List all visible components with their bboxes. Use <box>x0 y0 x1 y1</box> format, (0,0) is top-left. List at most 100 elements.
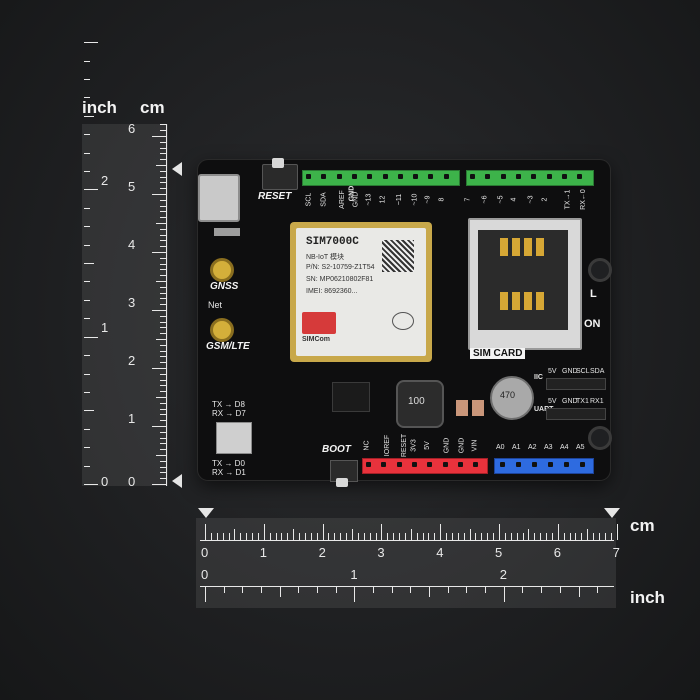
header-pin <box>532 462 537 467</box>
header-pin-label: SDA <box>321 192 328 207</box>
rx-d1-label: RX → D1 <box>212 468 246 477</box>
vertical-ruler-cm-tick <box>160 269 166 271</box>
header-pin <box>473 462 479 467</box>
horizontal-ruler-inch-tick <box>391 586 393 593</box>
header-pin <box>457 462 463 467</box>
horizontal-ruler-inch-tick <box>373 586 375 593</box>
horizontal-ruler-cm-tick <box>575 533 577 540</box>
bottom-power-header <box>362 458 488 474</box>
header-pin-label: RX←0 <box>579 189 587 210</box>
horizontal-ruler-cm-tick <box>257 533 259 540</box>
vertical-ruler-inch-tick <box>84 391 90 393</box>
horizontal-ruler-cm-tick <box>322 524 324 540</box>
vertical-ruler-cm-tick <box>160 321 166 323</box>
mounting-hole-bottom-right <box>588 426 612 450</box>
vertical-ruler-inch-tick <box>84 373 90 375</box>
vertical-ruler-cm-tick <box>152 484 166 485</box>
board-bottom-marker-icon <box>172 474 182 488</box>
horizontal-ruler-cm-tick <box>410 529 412 540</box>
vertical-ruler-inch-tick <box>84 97 90 99</box>
horizontal-ruler-cm-tick <box>598 533 600 540</box>
board-top-marker-icon <box>172 162 182 176</box>
vertical-ruler-inch-tick <box>84 60 90 62</box>
horizontal-ruler <box>196 518 616 608</box>
vertical-ruler-cm-tick <box>160 437 166 439</box>
vertical-ruler-inch-label-1: 1 <box>101 320 109 335</box>
header-pin <box>485 174 491 179</box>
horizontal-ruler-cm-tick <box>522 533 524 540</box>
horizontal-ruler-inch-tick <box>205 586 206 602</box>
vertical-ruler-cm-tick <box>160 315 166 317</box>
horizontal-ruler-cm-tick <box>457 533 459 540</box>
vertical-ruler-cm-tick <box>160 350 166 352</box>
horizontal-ruler-cm-tick <box>416 533 418 540</box>
horizontal-ruler-inch-spine <box>200 586 614 587</box>
power-inductor <box>396 380 444 428</box>
electrolytic-capacitor <box>490 376 534 420</box>
header-pin-label: GND <box>458 437 466 454</box>
horizontal-ruler-cm-tick <box>381 524 383 540</box>
horizontal-ruler-cm-tick <box>499 524 500 540</box>
vertical-ruler-cm-tick <box>160 228 166 230</box>
header-pin-label: TX→1 <box>564 189 572 210</box>
uart-pin-label: 5V <box>548 398 557 405</box>
horizontal-ruler-cm-tick <box>422 533 424 540</box>
header-pin-label: AREF <box>338 190 346 209</box>
vertical-ruler-cm-tick <box>160 443 166 445</box>
horizontal-ruler-cm-tick <box>263 524 265 540</box>
reset-button[interactable] <box>262 164 298 190</box>
header-pin <box>321 174 327 179</box>
vertical-ruler-cm-tick <box>160 298 166 300</box>
header-pin-label: ~10 <box>411 193 419 206</box>
uart-select-switch[interactable] <box>216 422 252 454</box>
vertical-ruler-cm-tick <box>160 257 166 259</box>
header-pin <box>548 462 553 467</box>
header-pin <box>413 174 419 179</box>
vertical-ruler-cm-tick <box>160 466 166 468</box>
vertical-ruler-cm-tick <box>160 327 166 329</box>
vertical-ruler-cm-tick <box>160 373 166 375</box>
header-pin-label: RESET <box>400 433 408 458</box>
horizontal-ruler-cm-tick <box>463 533 465 540</box>
horizontal-ruler-inch-tick <box>559 586 561 593</box>
vertical-ruler-cm-label-6: 6 <box>128 121 136 136</box>
header-pin <box>580 462 585 467</box>
vertical-ruler-cm-tick <box>160 379 166 381</box>
horizontal-ruler-cm-tick <box>540 533 542 540</box>
horizontal-ruler-inch-unit: inch <box>630 588 665 607</box>
vertical-ruler-inch-tick <box>84 170 90 172</box>
vertical-ruler-cm-tick <box>160 420 166 422</box>
smd-capacitor-1 <box>214 228 240 236</box>
vertical-ruler-cm-tick <box>160 304 166 306</box>
board-left-marker-icon <box>198 508 214 518</box>
header-pin <box>443 174 449 179</box>
header-pin-label: 3V3 <box>410 439 418 452</box>
sim7000c-module: SIM7000C NB-IoT 模块 P/N: S2-10759-Z1T54 S… <box>290 222 432 362</box>
vertical-ruler-inch-tick <box>84 465 90 467</box>
vertical-ruler-cm-tick <box>152 252 166 253</box>
header-pin-label: A1 <box>512 444 521 451</box>
horizontal-ruler-cm-tick <box>357 533 359 540</box>
vertical-ruler-cm-tick <box>160 130 166 132</box>
header-pin-label: 7 <box>464 197 472 202</box>
horizontal-ruler-cm-label: 3 <box>377 545 385 560</box>
header-pin-label: 12 <box>378 195 386 204</box>
header-pin-label: ~13 <box>365 193 373 206</box>
header-pin <box>367 174 373 179</box>
vertical-ruler-cm-tick <box>160 391 166 393</box>
horizontal-ruler-cm-tick <box>205 524 206 540</box>
horizontal-ruler-cm-tick <box>304 533 306 540</box>
vertical-ruler-inch-tick <box>84 318 90 320</box>
vertical-ruler-cm-tick <box>156 165 166 166</box>
vertical-ruler-cm-tick <box>152 426 166 427</box>
uart-header <box>546 408 606 420</box>
vertical-ruler-cm-tick <box>160 478 166 480</box>
vertical-ruler-cm-tick <box>160 176 166 178</box>
module-line2: NB-IoT 模块 <box>306 254 344 261</box>
iic-label: IIC <box>534 374 543 381</box>
horizontal-ruler-cm-tick <box>569 533 571 540</box>
horizontal-ruler-inch-tick <box>317 586 319 593</box>
horizontal-ruler-cm-tick <box>469 529 471 540</box>
capacitor-marking: 470 <box>500 390 516 400</box>
header-pin-label: A2 <box>528 444 537 451</box>
